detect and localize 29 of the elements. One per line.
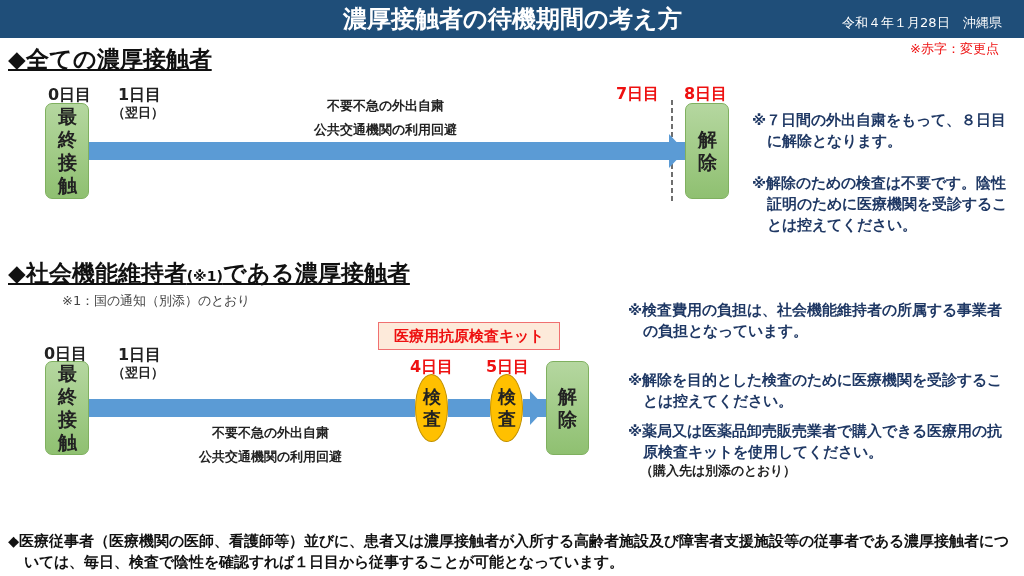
status-box: 最終接触 [45, 103, 89, 199]
note-text: （購入先は別添のとおり） [640, 462, 796, 480]
status-box: 最終接触 [45, 361, 89, 455]
date-text: 令和４年１月28日 沖縄県 [842, 14, 1002, 32]
note-text: ◆医療従事者（医療機関の医師、看護師等）並びに、患者又は濃厚接触者が入所する高齢者施設及び障害者支援施設等の従事者である濃厚接触者については、毎日、検査で陰性を確認すれば１日目から従事することが可能となっています。 [8, 532, 1011, 572]
title: 濃厚接触者の待機期間の考え方 [342, 4, 682, 35]
status-box: 解除 [546, 361, 589, 455]
arrow [522, 391, 546, 425]
day-label: 7日目 [616, 84, 660, 105]
test-ellipse: 検査 [415, 374, 448, 442]
note-text: ※検査費用の負担は、社会機能維持者の所属する事業者の負担となっています。 [628, 301, 1004, 341]
test-ellipse: 検査 [490, 374, 523, 442]
day-label: 1日目 [118, 85, 162, 106]
footnote: ※1：国の通知（別添）のとおり [62, 292, 251, 310]
day-label: 8日目 [684, 84, 728, 105]
day-note: （翌日） [112, 104, 164, 122]
note-text: ※解除を目的とした検査のために医療機関を受診することは控えてください。 [628, 371, 1004, 411]
day-label: 0日目 [44, 344, 88, 364]
note-text: ※７日間の外出自粛をもって、８日目に解除となります。 [752, 111, 1008, 151]
day-label: 1日目 [118, 345, 162, 366]
arrow [89, 134, 685, 168]
day-label: 0日目 [48, 85, 92, 106]
kit-label-box: 医療用抗原検査キット [378, 322, 560, 350]
note-text: ※薬局又は医薬品卸売販売業者で購入できる医療用の抗原検査キットを使用してください。 [628, 422, 1004, 462]
section-heading: ◆全ての濃厚接触者 [8, 45, 212, 74]
day-note: （翌日） [112, 364, 164, 382]
note-text: ※解除のための検査は不要です。陰性証明のために医療機関を受診することは控えてください。 [752, 174, 1008, 235]
status-box: 解除 [685, 103, 729, 199]
note-text: ※赤字：変更点 [910, 40, 999, 58]
